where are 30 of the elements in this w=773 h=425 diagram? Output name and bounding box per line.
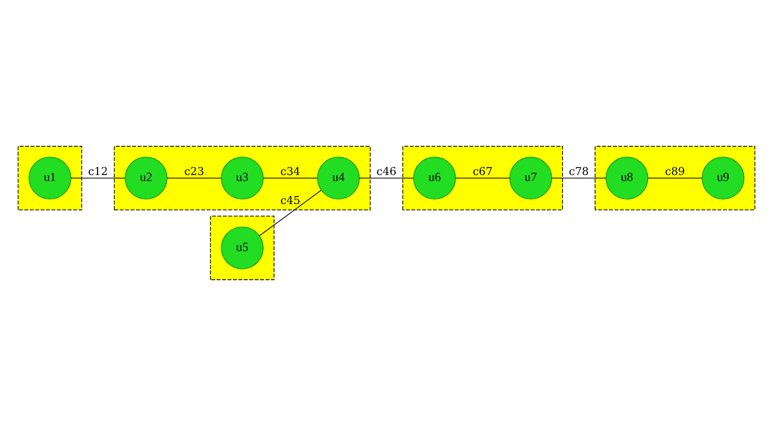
node-circle: u1: [28, 156, 72, 199]
node-circle: u6: [413, 156, 456, 199]
connector: [648, 177, 702, 178]
connector: [262, 177, 318, 178]
node-circle: u3: [220, 156, 264, 199]
edge-label: c78: [568, 164, 589, 178]
cluster: [114, 145, 371, 210]
connector: [455, 177, 510, 178]
connector: [259, 189, 322, 236]
edge-label: c12: [88, 164, 108, 178]
node-circle: u5: [220, 226, 264, 269]
node-circle: u7: [509, 156, 552, 199]
cluster: [210, 215, 274, 280]
connector: [166, 177, 222, 178]
node-circle: u9: [702, 156, 744, 199]
edge-label: c46: [376, 164, 396, 178]
cluster: [18, 145, 82, 210]
node-circle: u8: [606, 156, 648, 199]
edge-label: c23: [184, 164, 204, 178]
edge-label: c67: [472, 164, 493, 178]
edge-label: c45: [280, 193, 300, 206]
connector: [359, 177, 414, 178]
node-circle: u2: [124, 156, 168, 199]
connector: [551, 177, 606, 178]
cluster: [402, 145, 563, 210]
connector: [70, 177, 126, 178]
cluster: [594, 145, 756, 210]
node-circle: u4: [317, 156, 360, 199]
edge-label: c34: [280, 164, 300, 178]
edge-label: c89: [665, 164, 685, 178]
